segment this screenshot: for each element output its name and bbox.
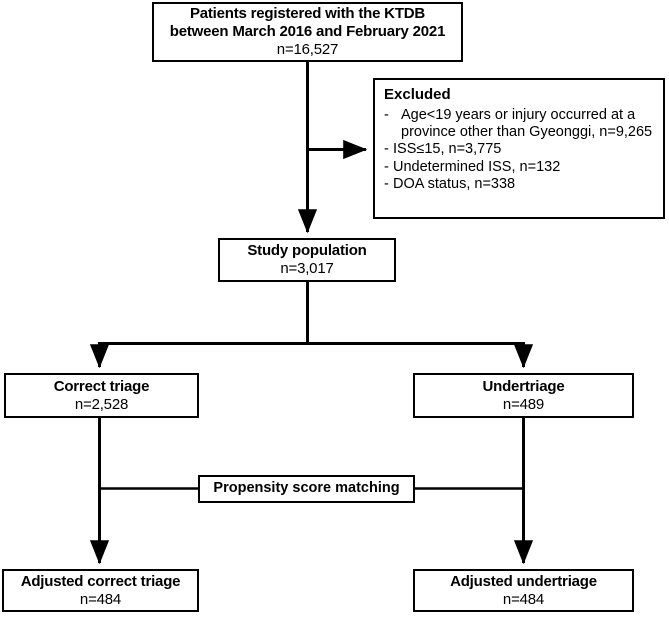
correct-triage-title: Correct triage: [53, 377, 150, 395]
registered-line-1: Patients registered with the KTDB: [189, 5, 426, 23]
excluded-item-text: Age<19 years or injury occurred at a pro…: [401, 106, 653, 141]
excluded-list-item: - ISS≤15, n=3,775: [384, 141, 655, 158]
registered-count: n=16,527: [276, 40, 339, 58]
excluded-list-item: - Age<19 years or injury occurred at a p…: [384, 107, 655, 142]
node-undertriage: Undertriage n=489: [413, 373, 634, 418]
excluded-heading: Excluded: [384, 86, 451, 103]
excluded-item-text: ISS≤15, n=3,775: [393, 141, 502, 158]
node-study-population: Study population n=3,017: [218, 238, 396, 282]
undertriage-title: Undertriage: [482, 377, 565, 395]
excluded-list-item: - DOA status, n=338: [384, 176, 655, 193]
excluded-list: - Age<19 years or injury occurred at a p…: [384, 107, 655, 194]
excluded-item-dash: -: [384, 106, 389, 123]
adjusted-correct-triage-count: n=484: [79, 590, 122, 608]
node-propensity-score-matching: Propensity score matching: [198, 475, 415, 503]
excluded-item-dash: -: [384, 141, 389, 158]
excluded-item-text: Undetermined ISS, n=132: [393, 158, 561, 175]
node-excluded: Excluded - Age<19 years or injury occurr…: [373, 78, 665, 219]
adjusted-undertriage-count: n=484: [502, 590, 545, 608]
adjusted-undertriage-title: Adjusted undertriage: [450, 572, 597, 590]
propensity-title: Propensity score matching: [213, 480, 400, 497]
adjusted-correct-triage-title: Adjusted correct triage: [20, 572, 181, 590]
excluded-item-text: DOA status, n=338: [393, 176, 516, 193]
study-population-count: n=3,017: [280, 260, 334, 277]
node-adjusted-correct-triage: Adjusted correct triage n=484: [2, 569, 199, 612]
node-patients-registered: Patients registered with the KTDB betwee…: [152, 2, 463, 62]
excluded-list-item: - Undetermined ISS, n=132: [384, 159, 655, 176]
correct-triage-count: n=2,528: [74, 395, 129, 413]
registered-line-2: between March 2016 and February 2021: [169, 23, 446, 41]
node-correct-triage: Correct triage n=2,528: [4, 373, 199, 418]
study-population-title: Study population: [247, 242, 367, 260]
excluded-item-dash: -: [384, 176, 389, 193]
undertriage-count: n=489: [502, 395, 545, 413]
node-adjusted-undertriage: Adjusted undertriage n=484: [413, 569, 634, 612]
excluded-item-dash: -: [384, 158, 389, 175]
